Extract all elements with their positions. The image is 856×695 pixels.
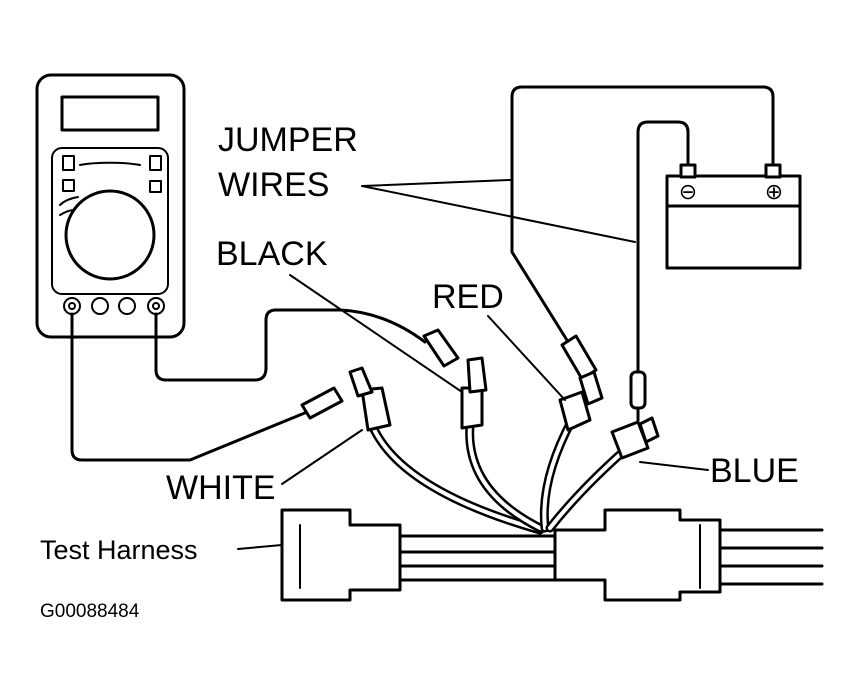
jumper-wires <box>510 85 775 422</box>
test-harness <box>280 508 824 602</box>
battery: ⊖ ⊕ <box>665 163 802 270</box>
harness-connector-right <box>553 508 722 602</box>
label-jumper: JUMPER <box>218 121 358 159</box>
white-meter-probe <box>300 386 344 420</box>
blue-clip <box>610 420 650 460</box>
meter-display <box>60 95 160 132</box>
label-blue: BLUE <box>710 452 799 490</box>
label-test-harness: Test Harness <box>40 535 198 565</box>
black-clip <box>460 386 484 430</box>
black-meter-probe <box>422 328 460 368</box>
meter-leads <box>70 308 460 462</box>
multimeter <box>35 73 186 339</box>
meter-face <box>51 147 169 295</box>
label-white: WHITE <box>166 469 276 507</box>
label-black: BLACK <box>216 235 328 273</box>
battery-positive-terminal <box>764 163 782 179</box>
red-clip <box>558 390 592 432</box>
battery-body <box>665 174 802 270</box>
harness-connector-left <box>280 508 402 602</box>
meter-jack-3 <box>118 297 136 315</box>
blue-jumper-probe <box>629 370 647 410</box>
battery-negative-symbol: ⊖ <box>679 179 697 204</box>
white-clip <box>360 386 392 432</box>
battery-positive-symbol: ⊕ <box>765 179 783 204</box>
battery-negative-terminal <box>679 163 697 179</box>
figure-code: G00088484 <box>40 601 140 622</box>
meter-jack-2 <box>91 297 109 315</box>
label-wires: WIRES <box>218 166 329 204</box>
meter-dial <box>64 189 156 281</box>
harness-wires <box>348 356 660 535</box>
leader-lines <box>237 179 709 550</box>
label-red: RED <box>432 278 504 316</box>
red-jumper-probe <box>560 334 598 381</box>
